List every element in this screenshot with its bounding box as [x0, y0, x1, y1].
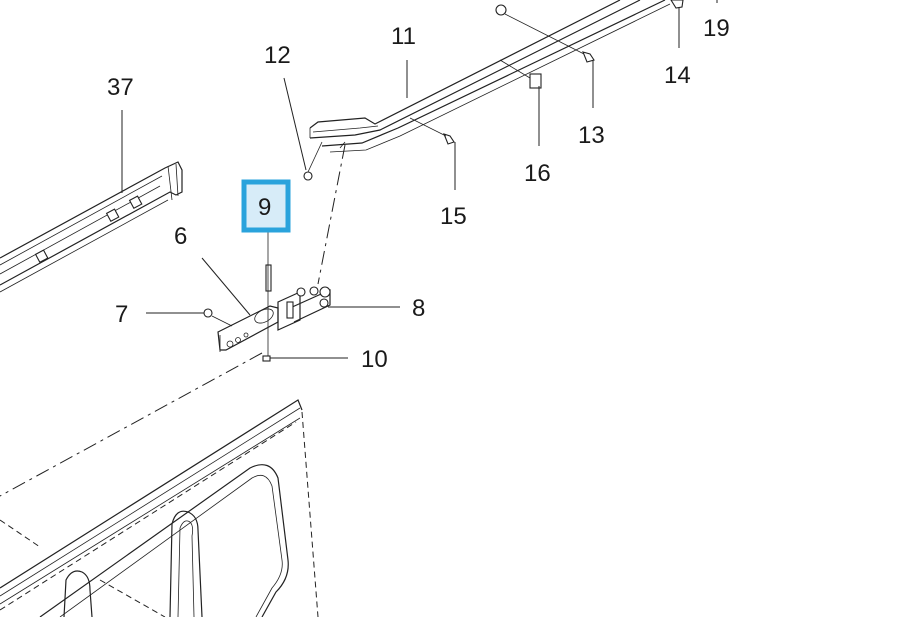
door-panel[interactable]	[0, 399, 319, 617]
leader-6	[201, 257, 251, 316]
part-8-roller[interactable]	[277, 286, 331, 331]
callout-8[interactable]: 8	[412, 295, 425, 322]
part-7-bolt[interactable]	[203, 308, 233, 327]
callout-10[interactable]: 10	[361, 346, 388, 373]
part-12-screw[interactable]	[303, 141, 323, 181]
callout-13[interactable]: 13	[578, 122, 605, 149]
part-37-rail[interactable]	[0, 161, 183, 293]
callout-12[interactable]: 12	[264, 42, 291, 69]
callout-9-highlight[interactable]: 9	[241, 179, 291, 233]
callout-37[interactable]: 37	[107, 74, 134, 101]
callout-6[interactable]: 6	[174, 223, 187, 250]
part-10-nut[interactable]	[262, 355, 271, 362]
part-11-upper-track[interactable]	[309, 0, 671, 153]
alignment-line-hinge-to-door	[0, 352, 263, 497]
callout-7[interactable]: 7	[115, 301, 128, 328]
callout-14[interactable]: 14	[664, 62, 691, 89]
part-9-pin[interactable]	[265, 232, 272, 358]
part-14-bolt[interactable]	[670, 0, 684, 9]
callout-19[interactable]: 19	[703, 15, 730, 42]
part-16-clip[interactable]	[499, 59, 542, 89]
callout-9: 9	[258, 194, 271, 221]
part-13-screw[interactable]	[495, 4, 595, 63]
part-15-screw[interactable]	[409, 117, 455, 145]
callout-16[interactable]: 16	[524, 160, 551, 187]
leader-12	[283, 77, 307, 171]
callout-11[interactable]: 11	[391, 23, 416, 50]
alignment-line-track-to-roller	[317, 144, 346, 285]
callout-15[interactable]: 15	[440, 203, 467, 230]
